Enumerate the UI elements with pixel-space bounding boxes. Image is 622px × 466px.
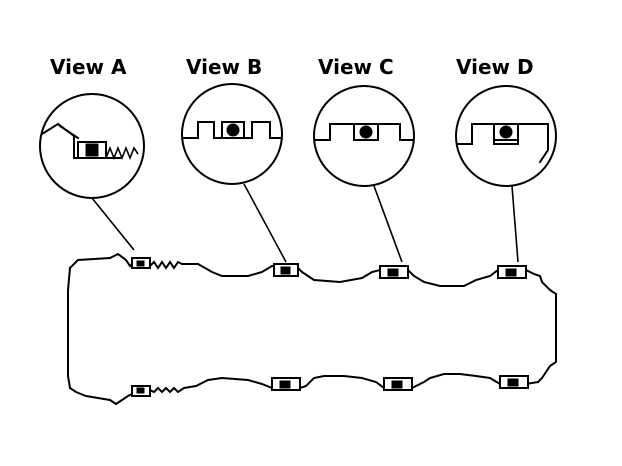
top-seal-b-core bbox=[280, 266, 291, 275]
view-b-oring bbox=[226, 123, 240, 137]
top-seal-c-core bbox=[387, 268, 399, 277]
view-a-leader bbox=[91, 197, 135, 251]
body-right-end bbox=[536, 293, 557, 384]
view-d-oring bbox=[499, 125, 513, 139]
bottom-seal-c-core bbox=[391, 380, 403, 389]
view-d-label: View D bbox=[456, 55, 534, 79]
bottom-seal-d-core bbox=[507, 378, 519, 387]
view-c-label: View C bbox=[318, 55, 394, 79]
view-a-detail bbox=[39, 93, 145, 199]
view-d-leader bbox=[511, 185, 519, 263]
view-b-circle bbox=[181, 83, 283, 185]
view-b-detail bbox=[181, 83, 283, 185]
view-c-oring bbox=[359, 125, 373, 139]
view-a-seal-core bbox=[85, 143, 99, 157]
bottom-seal-a-core bbox=[136, 387, 145, 394]
view-b-label: View B bbox=[186, 55, 262, 79]
view-d-circle bbox=[455, 85, 557, 187]
view-c-leader bbox=[373, 185, 403, 263]
bottom-seal-b-core bbox=[279, 380, 291, 389]
view-b-leader bbox=[243, 183, 287, 263]
view-a-housing-edge bbox=[58, 124, 80, 140]
body-left-end bbox=[67, 266, 72, 390]
piston-body bbox=[67, 252, 558, 406]
top-seal-d-core bbox=[505, 268, 517, 277]
view-d-detail bbox=[455, 85, 557, 187]
view-c-circle bbox=[313, 85, 415, 187]
view-c-detail bbox=[313, 85, 415, 187]
top-seal-a-core bbox=[136, 260, 145, 267]
view-a-label: View A bbox=[50, 55, 127, 79]
view-a-spring bbox=[105, 145, 139, 161]
view-d-groove bbox=[457, 123, 549, 164]
